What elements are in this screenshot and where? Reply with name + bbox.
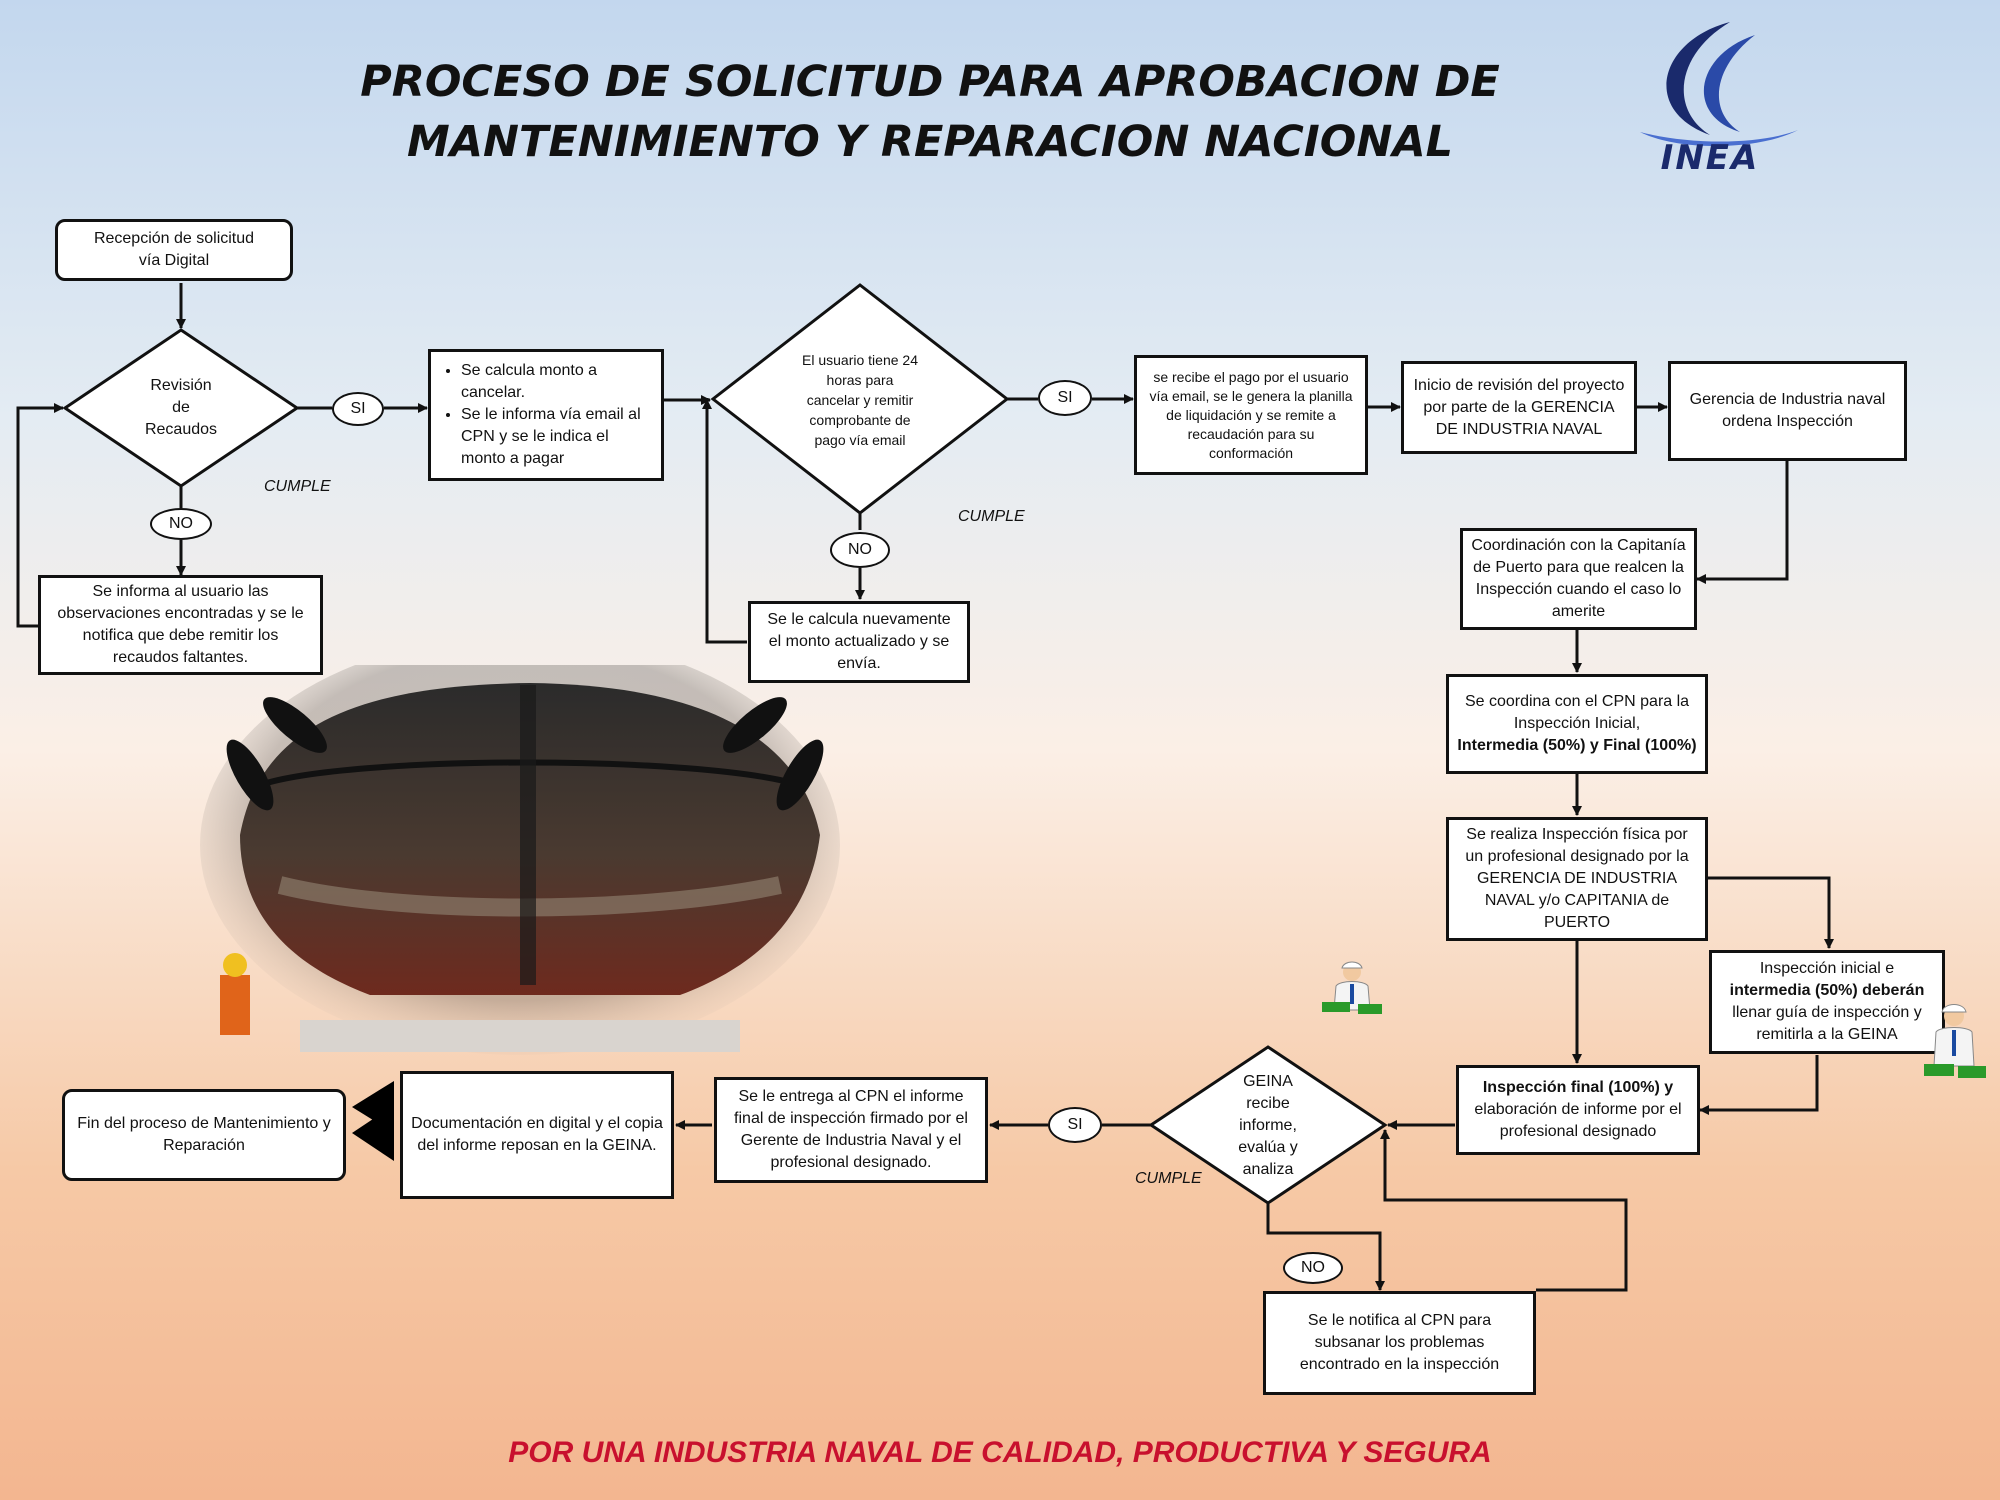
geina-diamond-text: GEINA recibe informe, evalúa y analiza [1213, 1068, 1323, 1184]
review-line-2: de [172, 399, 190, 416]
si-label-payment: SI [1038, 380, 1092, 416]
no-label-geina: NO [1283, 1252, 1343, 1284]
recalc-node: Se le calcula nuevamente el monto actual… [748, 601, 970, 683]
initial-intermediate-part2: intermedia (50%) deberán [1729, 982, 1925, 999]
inspector-figure-icon-2 [1924, 1004, 1986, 1078]
start-line-1: Recepción de solicitud [93, 230, 255, 247]
no-label-payment: NO [830, 532, 890, 568]
review-diamond-text: Revisión de Recaudos [121, 370, 241, 446]
review-start-node: Inicio de revisión del proyecto por part… [1401, 361, 1637, 454]
payment-received-node: se recibe el pago por el usuario vía ema… [1134, 355, 1368, 475]
calc-amount-node: Se calcula monto a cancelar. Se le infor… [428, 349, 664, 481]
logo-text: INEA [1660, 138, 1760, 178]
geina-line-1: GEINA [1243, 1073, 1293, 1090]
geina-line-2: recibe [1246, 1095, 1290, 1112]
cumple-label-review: CUMPLE [264, 478, 331, 495]
inea-logo-icon [1640, 22, 1798, 147]
end-node: Fin del proceso de Mantenimiento y Repar… [62, 1089, 346, 1181]
final-inspection-part1: Inspección final (100%) y [1482, 1079, 1674, 1096]
coordinate-cpn-part2: Intermedia (50%) y Final (100%) [1457, 737, 1697, 754]
calc-amount-bullet-2: Se le informa vía email al CPN y se le i… [461, 404, 653, 470]
title-line-1: PROCESO DE SOLICITUD PARA APROBACION DE [360, 57, 1500, 107]
page-title: PROCESO DE SOLICITUD PARA APROBACION DE … [330, 52, 1530, 172]
documentation-node: Documentación en digital y el copia del … [400, 1071, 674, 1199]
coordination-port-node: Coordinación con la Capitanía de Puerto … [1460, 528, 1697, 630]
geina-line-4: evalúa y [1238, 1139, 1298, 1156]
geina-line-3: informe, [1239, 1117, 1297, 1134]
footer-slogan: POR UNA INDUSTRIA NAVAL DE CALIDAD, PROD… [508, 1436, 1492, 1469]
no-label-review: NO [150, 508, 212, 540]
deliver-report-node: Se le entrega al CPN el informe final de… [714, 1077, 988, 1183]
coordinate-cpn-part1: Se coordina con el CPN para la Inspecció… [1464, 693, 1690, 732]
review-line-3: Recaudos [144, 421, 218, 438]
ship-repair-photo [200, 665, 840, 1055]
start-node: Recepción de solicitud vía Digital [55, 219, 293, 281]
si-label-geina: SI [1048, 1107, 1102, 1143]
initial-intermediate-part3: llenar guía de inspección y remitirla a … [1732, 1004, 1922, 1043]
cumple-label-payment: CUMPLE [958, 508, 1025, 525]
review-line-1: Revisión [150, 377, 212, 394]
final-inspection-node: Inspección final (100%) y elaboración de… [1456, 1065, 1700, 1155]
calc-amount-bullet-1: Se calcula monto a cancelar. [461, 360, 653, 404]
inspector-figure-icon [1322, 961, 1382, 1014]
initial-intermediate-node: Inspección inicial e intermedia (50%) de… [1709, 950, 1945, 1054]
title-line-2: MANTENIMIENTO Y REPARACION NACIONAL [406, 117, 1454, 167]
geina-line-5: analiza [1242, 1161, 1294, 1178]
order-inspection-node: Gerencia de Industria naval ordena Inspe… [1668, 361, 1907, 461]
payment-diamond-text: El usuario tiene 24 horas para cancelar … [802, 352, 918, 448]
initial-intermediate-part1: Inspección inicial e [1759, 960, 1895, 977]
si-label-review: SI [332, 392, 384, 426]
physical-inspection-node: Se realiza Inspección física por un prof… [1446, 817, 1708, 941]
cumple-label-geina: CUMPLE [1135, 1170, 1202, 1187]
start-line-2: vía Digital [138, 252, 210, 269]
final-inspection-part2: elaboración de informe por el profesiona… [1474, 1101, 1682, 1140]
coordinate-cpn-node: Se coordina con el CPN para la Inspecció… [1446, 674, 1708, 774]
notify-missing-node: Se informa al usuario las observaciones … [38, 575, 323, 675]
notify-cpn-node: Se le notifica al CPN para subsanar los … [1263, 1291, 1536, 1395]
